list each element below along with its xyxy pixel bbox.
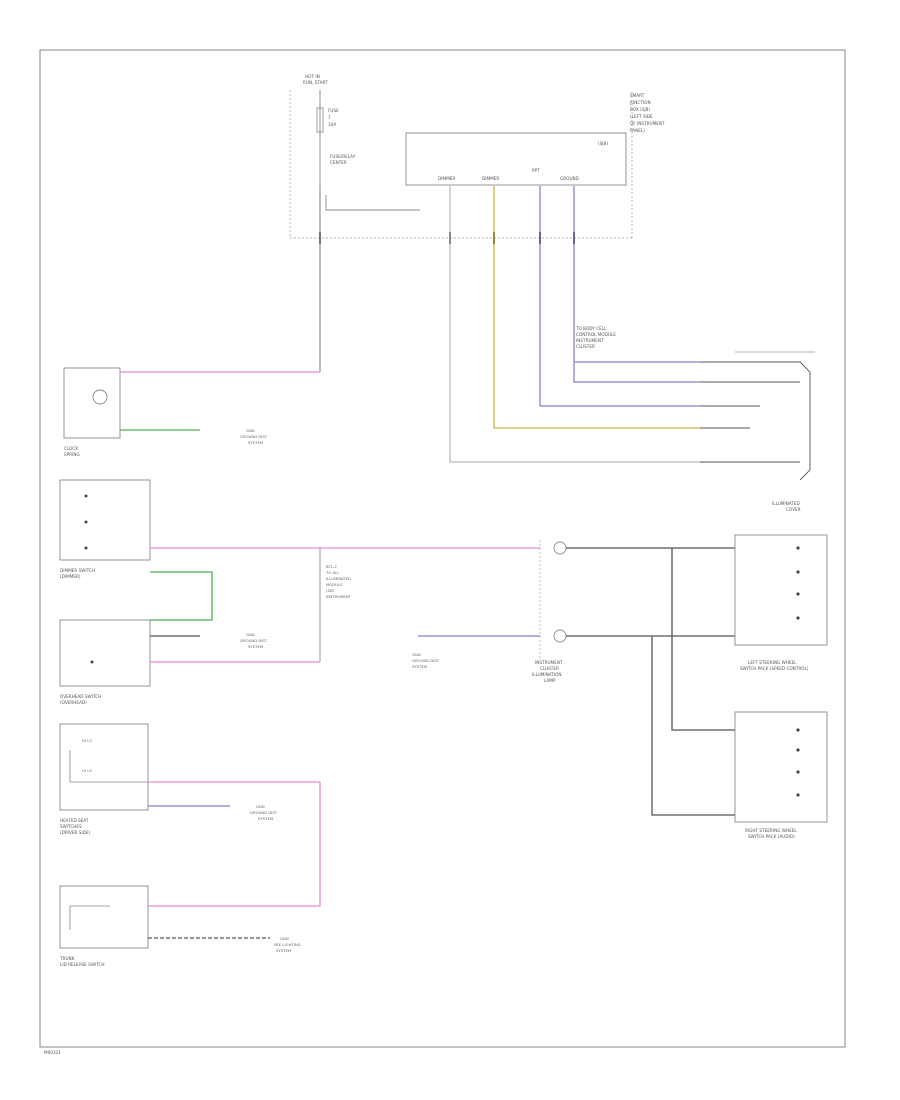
overhead-ground-2: GROUND DIST bbox=[240, 638, 268, 643]
clock-spring-label-1: CLOCK bbox=[64, 446, 78, 451]
clock-spring-label-2: SPRING bbox=[64, 452, 80, 457]
heated-seat-label-3: (DRIVER SIDE) bbox=[60, 830, 91, 835]
dimmer-note-5: (SEE bbox=[326, 588, 335, 593]
sjb-label-1: SMART bbox=[630, 93, 645, 98]
clock-ground-2: GROUND DIST bbox=[240, 434, 268, 439]
clock-ground-3: SYSTEM bbox=[248, 440, 263, 445]
overhead-switch: OVERHEAD SWITCH (OVERHEAD) bbox=[59, 619, 151, 705]
cluster-note-3: INSTRUMENT bbox=[576, 338, 604, 343]
steering-wires bbox=[566, 547, 735, 816]
smart-junction-box: (SJB) SMART JUNCTION BOX (SJB) (LEFT SID… bbox=[405, 93, 665, 186]
hot-in-run-label-1: HOT IN bbox=[305, 74, 320, 79]
dimmer-note-6: INSTRUMENT bbox=[326, 594, 352, 599]
dimmer-switch-label-1: DIMMER SWITCH bbox=[60, 568, 95, 573]
sjb-label-6: PANEL) bbox=[630, 128, 645, 133]
sjb-wires bbox=[319, 186, 700, 463]
trunk-pink-wire bbox=[148, 782, 321, 907]
dimmer-note-4: MODULE bbox=[326, 582, 343, 587]
seat-label-1: HI LO bbox=[82, 738, 92, 743]
dimmer-note-1: BTL-2 bbox=[326, 564, 337, 569]
clock-ground-1: GND bbox=[246, 428, 255, 433]
trunk-label-2: LID RELEASE SWITCH bbox=[60, 962, 105, 967]
fuse-relay-label-1: FUSE/RELAY bbox=[330, 154, 356, 159]
cluster-block-label-2: CLUSTER bbox=[540, 666, 559, 671]
dimmer-note-2: TO ALL bbox=[325, 570, 340, 575]
heated-seat-label-2: SWITCHES bbox=[60, 824, 82, 829]
heated-ground-3: SYSTEM bbox=[258, 816, 273, 821]
heated-ground-2: GROUND DIST bbox=[250, 810, 278, 815]
trunk-label-1: TRUNK bbox=[59, 956, 75, 961]
right-steering-switch-pack: RIGHT STEERING WHEEL SWITCH PACK (AUDIO) bbox=[734, 711, 828, 839]
overhead-ground-3: SYSTEM bbox=[248, 644, 263, 649]
fuse-label-1: FUSE bbox=[328, 108, 339, 113]
overhead-label-1: OVERHEAD SWITCH bbox=[60, 694, 101, 699]
dimmer-switch-label-2: (DIMMER) bbox=[60, 574, 81, 579]
sjb-pin-ground: GROUND bbox=[560, 176, 579, 181]
heated-ground-1: GND bbox=[256, 804, 265, 809]
illuminated-cover-label-2: COVER bbox=[786, 507, 801, 512]
trunk-ground-3: SYSTEM bbox=[276, 948, 291, 953]
right-pack-label-2: SWITCH PACK (AUDIO) bbox=[748, 834, 795, 839]
fuse-relay-center: HOT IN RUN, START FUSE 7 10A FUSE/RELAY … bbox=[289, 74, 633, 239]
cluster-ground-1: GND bbox=[412, 652, 421, 657]
trunk-ground-1: GND bbox=[280, 936, 289, 941]
sjb-pin-dimmer-1: DIMMER bbox=[438, 176, 455, 181]
trunk-ground-2: SEE LIGHTING bbox=[274, 942, 301, 947]
overhead-label-2: (OVERHEAD) bbox=[60, 700, 87, 705]
sjb-tag: (SJB) bbox=[598, 141, 608, 146]
cluster-block-label-1: INSTRUMENT bbox=[535, 660, 563, 665]
sjb-pin-ppt: PPT bbox=[532, 168, 540, 173]
cluster-ground-3: SYSTEM bbox=[412, 664, 427, 669]
fuse-relay-label-2: CENTER bbox=[330, 160, 347, 165]
fuse-label-3: 10A bbox=[328, 122, 336, 127]
heated-seat-label-1: HEATED SEAT bbox=[60, 818, 89, 823]
hot-in-run-label-2: RUN, START bbox=[303, 80, 328, 85]
cluster-ground-2: GROUND DIST bbox=[412, 658, 440, 663]
illuminated-cover: ILLUMINATED COVER bbox=[700, 351, 815, 512]
cluster-note-4: CLUSTER bbox=[576, 344, 595, 349]
sjb-label-2: JUNCTION bbox=[629, 100, 651, 105]
lamp-label-1: ILLUMINATION bbox=[532, 672, 562, 677]
cluster-note-2: CONTROL MODULE bbox=[576, 332, 616, 337]
dimmer-note-3: ILLUMINATED bbox=[326, 576, 351, 581]
cluster-note-1: TO BODY CELL bbox=[575, 326, 607, 331]
dimmer-switch: DIMMER SWITCH (DIMMER) bbox=[59, 479, 151, 579]
fuse-label-2: 7 bbox=[328, 115, 331, 120]
heated-seat-switches: HI LO HI LO HEATED SEAT SWITCHES (DRIVER… bbox=[59, 723, 149, 835]
illuminated-cover-label-1: ILLUMINATED bbox=[772, 501, 800, 506]
trunk-lid-switch: TRUNK LID RELEASE SWITCH bbox=[59, 885, 149, 967]
sjb-pin-dimmer-2: DIMMER bbox=[482, 176, 499, 181]
left-steering-switch-pack: LEFT STEERING WHEEL SWITCH PACK (SPEED C… bbox=[734, 534, 828, 671]
footer-code: M00321 bbox=[44, 1050, 61, 1055]
clock-spring: CLOCK SPRING bbox=[63, 367, 121, 457]
diagram-frame bbox=[39, 49, 846, 1048]
right-pack-label-1: RIGHT STEERING WHEEL bbox=[745, 828, 797, 833]
lamp-label-2: LAMP bbox=[544, 678, 556, 683]
left-pack-label-1: LEFT STEERING WHEEL bbox=[748, 660, 797, 665]
dimmer-green-wire bbox=[150, 571, 213, 621]
left-pack-label-2: SWITCH PACK (SPEED CONTROL) bbox=[740, 666, 809, 671]
sjb-label-4: (LEFT SIDE bbox=[630, 114, 653, 119]
sjb-label-5: OF INSTRUMENT bbox=[630, 121, 665, 126]
instrument-cluster: INSTRUMENT CLUSTER ILLUMINATION LAMP bbox=[532, 540, 567, 683]
overhead-ground-1: GND bbox=[246, 632, 255, 637]
sjb-label-3: BOX (SJB) bbox=[630, 107, 650, 112]
seat-label-2: HI LO bbox=[82, 768, 92, 773]
